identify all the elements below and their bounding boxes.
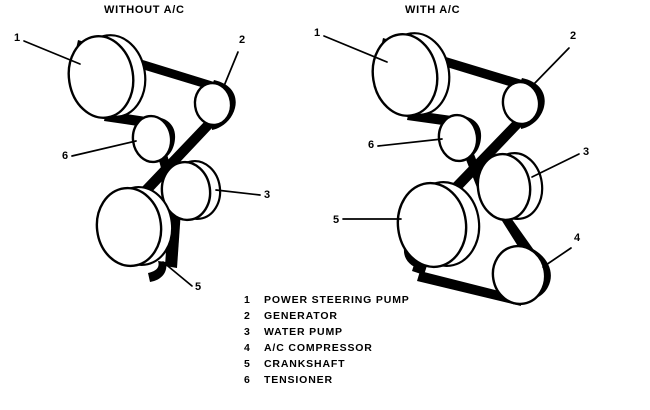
callout-number-2: 2 [239, 34, 245, 46]
callout-number-2-ac: 2 [570, 30, 576, 42]
legend-item-label: A/C COMPRESSOR [264, 342, 373, 354]
diagram-title-with-ac: WITH A/C [405, 4, 461, 16]
legend-item-number: 2 [244, 310, 251, 322]
pulley-tensioner-ac [437, 113, 479, 163]
legend-item: 2 GENERATOR [244, 308, 494, 324]
pulley-power-steering-pump [67, 34, 147, 120]
pulley-crankshaft [95, 185, 174, 268]
legend-item-number: 6 [244, 374, 251, 386]
leader-line-1 [23, 40, 81, 65]
legend-item-number: 1 [244, 294, 251, 306]
pulley-water-pump-ac [476, 152, 544, 222]
pulley-ac-compressor [491, 244, 547, 306]
legend-item-label: POWER STEERING PUMP [264, 294, 410, 306]
callout-number-5: 5 [195, 281, 201, 293]
pulley-generator-ac [501, 80, 541, 126]
legend-item: 4 A/C COMPRESSOR [244, 340, 494, 356]
legend-item-number: 3 [244, 326, 251, 338]
pulley-generator [193, 81, 233, 127]
pulley-power-steering-pump-ac [371, 32, 451, 118]
leader-line-5 [162, 261, 193, 287]
callout-number-4-ac: 4 [574, 232, 581, 244]
pulley-crankshaft-ac [396, 181, 481, 269]
leader-line-1-ac [323, 35, 388, 63]
callout-number-5-ac: 5 [333, 214, 339, 226]
legend-item-number: 4 [244, 342, 251, 354]
legend-item: 6 TENSIONER [244, 372, 494, 388]
legend-item: 1 POWER STEERING PUMP [244, 292, 494, 308]
callout-number-1-ac: 1 [314, 27, 320, 39]
leader-line-3-ac [531, 153, 580, 178]
leader-line-2 [223, 51, 239, 87]
legend: 1 POWER STEERING PUMP 2 GENERATOR 3 WATER PUM… [244, 292, 494, 388]
leader-line-3 [215, 189, 261, 196]
callout-number-3: 3 [264, 189, 270, 201]
leader-line-6-ac [377, 138, 443, 147]
leader-line-4-ac [542, 247, 572, 268]
legend-item-number: 5 [244, 358, 251, 370]
legend-item: 5 CRANKSHAFT [244, 356, 494, 372]
leader-line-2-ac [532, 47, 570, 86]
legend-item-label: TENSIONER [264, 374, 333, 386]
legend-item-label: WATER PUMP [264, 326, 343, 338]
legend-item-label: GENERATOR [264, 310, 338, 322]
callout-number-1: 1 [14, 32, 20, 44]
callout-number-6: 6 [62, 150, 68, 162]
callout-number-6-ac: 6 [368, 139, 374, 151]
legend-item-label: CRANKSHAFT [264, 358, 346, 370]
legend-item: 3 WATER PUMP [244, 324, 494, 340]
leader-line-6 [71, 140, 137, 157]
pulley-water-pump [160, 159, 222, 222]
diagram-title-without-ac: WITHOUT A/C [104, 4, 185, 16]
callout-number-3-ac: 3 [583, 146, 589, 158]
